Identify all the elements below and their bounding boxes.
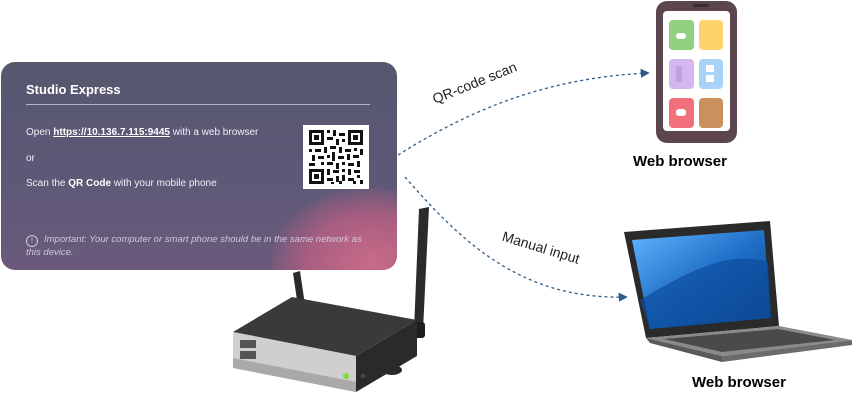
scan-prefix: Scan the — [26, 178, 69, 189]
important-note: !Important: Your computer or smart phone… — [26, 234, 376, 259]
qr-code-icon — [303, 125, 369, 189]
scan-suffix: with your mobile phone — [111, 178, 217, 189]
open-prefix: Open — [26, 127, 54, 138]
qr-scan-arrow — [397, 68, 650, 156]
card-title: Studio Express — [26, 82, 121, 97]
url-link[interactable]: https://10.136.7.115:9445 — [53, 127, 170, 138]
note-text: Important: Your computer or smart phone … — [26, 234, 362, 258]
studio-express-card: Studio Express Open https://10.136.7.115… — [1, 62, 397, 270]
or-text: or — [26, 153, 35, 164]
qr-code-text: QR Code — [68, 178, 112, 189]
open-suffix: with a web browser — [170, 127, 259, 138]
scan-instruction: Scan the QR Code with your mobile phone — [26, 178, 217, 189]
phone-caption: Web browser — [633, 153, 727, 170]
manual-input-arrow — [404, 176, 628, 302]
open-instruction: Open https://10.136.7.115:9445 with a we… — [26, 127, 258, 138]
laptop-caption: Web browser — [692, 374, 786, 391]
divider — [26, 104, 370, 105]
